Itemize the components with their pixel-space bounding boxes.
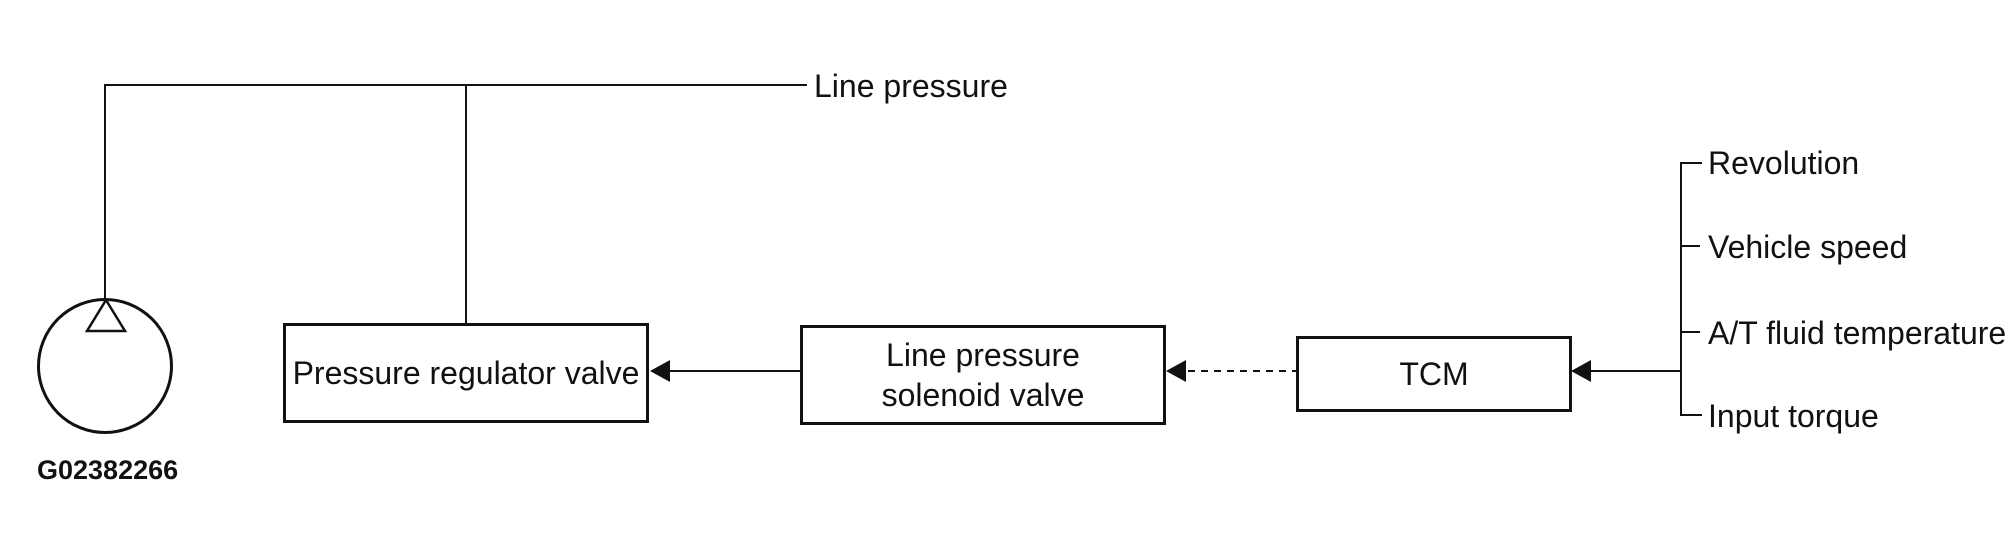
input-label-revolution: Revolution: [1708, 145, 1860, 181]
solenoid-to-regulator-arrowhead-icon: [650, 360, 670, 382]
input-label-input-torque: Input torque: [1708, 398, 1879, 434]
solenoid-valve-label-line1: Line pressure: [886, 337, 1080, 373]
inputs-to-tcm-line: [1589, 370, 1681, 372]
line-pressure-solenoid-valve-box: Line pressure solenoid valve: [800, 325, 1166, 425]
tick-input-torque: [1680, 414, 1702, 416]
input-label-at-fluid-temperature: A/T fluid temperature: [1708, 315, 2006, 351]
tick-at-fluid-temperature: [1680, 331, 1700, 333]
pressure-regulator-valve-label: Pressure regulator valve: [292, 355, 640, 391]
tick-revolution: [1680, 162, 1702, 164]
tick-vehicle-speed: [1680, 245, 1700, 247]
line-pressure-rail: [105, 84, 807, 86]
tcm-to-solenoid-arrowhead-icon: [1166, 360, 1186, 382]
line-pressure-label: Line pressure: [814, 68, 1008, 104]
figure-code: G02382266: [37, 455, 179, 485]
rail-drop-to-regulator: [465, 84, 467, 323]
inputs-to-tcm-arrowhead-icon: [1571, 360, 1591, 382]
solenoid-valve-label-line2: solenoid valve: [881, 377, 1085, 413]
input-label-vehicle-speed: Vehicle speed: [1708, 229, 1908, 265]
rail-drop-to-pump: [104, 84, 106, 300]
solenoid-to-regulator-line: [668, 370, 802, 372]
tcm-box: TCM: [1296, 336, 1572, 412]
inputs-bracket-line: [1680, 162, 1682, 416]
tcm-to-solenoid-dashed-line: [1188, 370, 1296, 372]
pressure-regulator-valve-box: Pressure regulator valve: [283, 323, 649, 423]
tcm-label: TCM: [1399, 356, 1469, 392]
pump-triangle-icon: [84, 297, 128, 333]
